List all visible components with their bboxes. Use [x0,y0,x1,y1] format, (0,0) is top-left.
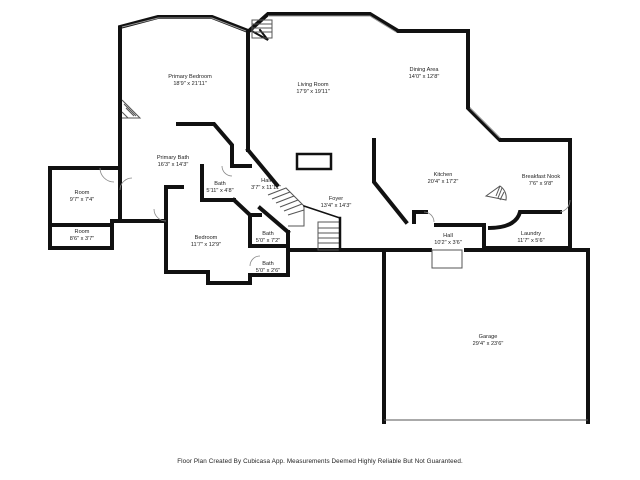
room-name-primary-bedroom: Primary Bedroom [168,74,212,80]
room-dims-garage: 29'4" x 23'6" [473,341,504,347]
room-dims-primary-bath: 16'3" x 14'3" [158,162,189,168]
room-dims-bath-2: 5'0" x 7'2" [256,238,280,244]
room-dims-hall-1: 3'7" x 11'11" [251,185,281,191]
room-name-bedroom: Bedroom [195,235,218,241]
room-dims-bedroom: 11'7" x 12'9" [191,242,221,248]
room-dims-hall-2: 10'2" x 3'6" [434,240,462,246]
room-dims-breakfast-nook: 7'6" x 9'8" [529,181,553,187]
room-dims-living-room: 17'9" x 19'11" [296,89,329,95]
room-name-breakfast-nook: Breakfast Nook [522,174,560,180]
room-dims-room-2: 8'6" x 3'7" [70,236,94,242]
room-dims-foyer: 13'4" x 14'3" [321,203,352,209]
footer-disclaimer: Floor Plan Created By Cubicasa App. Meas… [177,458,463,465]
room-name-bath-2: Bath [262,231,274,237]
room-dims-bath-3: 5'0" x 2'6" [256,268,280,274]
room-name-room-2: Room [75,229,90,235]
room-name-hall-2: Hall [443,233,453,239]
doors [99,165,571,269]
room-name-foyer: Foyer [329,196,343,202]
room-dims-primary-bedroom: 18'9" x 21'11" [173,81,206,87]
room-name-garage: Garage [479,334,498,340]
room-name-dining-area: Dining Area [410,67,440,73]
room-dims-room-1: 9'7" x 7'4" [70,197,94,203]
room-name-hall-1: Hall [261,178,271,184]
room-name-room-1: Room [75,190,90,196]
stairs [121,19,507,252]
room-dims-bath-1: 5'11" x 4'8" [206,188,233,194]
exterior-walls [48,12,590,424]
room-name-bath-1: Bath [214,181,226,187]
room-dims-dining-area: 14'0" x 12'8" [409,74,440,80]
room-labels: Primary Bedroom 18'9" x 21'11" Living Ro… [70,67,561,347]
room-name-bath-3: Bath [262,261,274,267]
interior-walls [176,28,562,250]
room-dims-kitchen: 20'4" x 17'2" [428,179,459,185]
room-name-laundry: Laundry [521,231,541,237]
room-name-primary-bath: Primary Bath [157,155,189,161]
room-name-kitchen: Kitchen [434,172,453,178]
room-name-living-room: Living Room [297,82,328,88]
room-dims-laundry: 11'7" x 5'6" [517,238,544,244]
